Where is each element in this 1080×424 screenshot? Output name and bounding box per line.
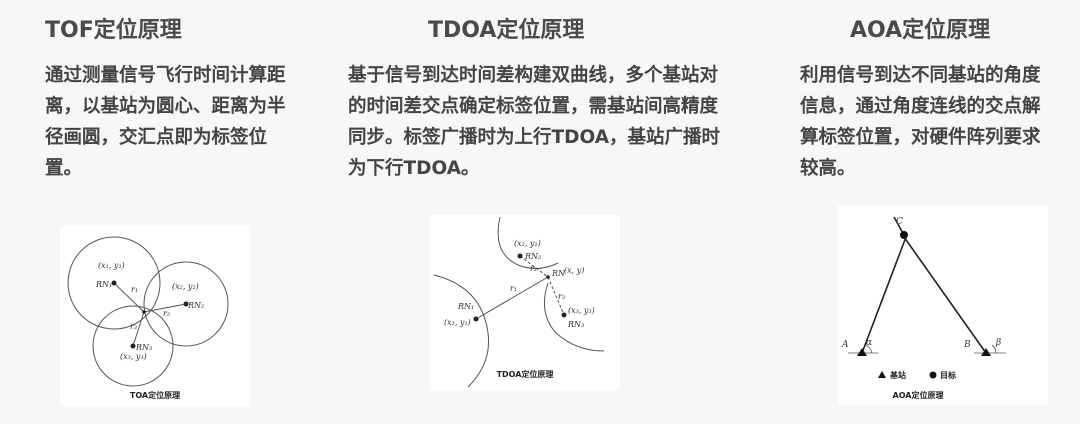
point-2-label: (x₂, y₂) — [172, 282, 199, 291]
station-dot-1 — [111, 280, 117, 286]
tdoa-title: TDOA定位原理 — [428, 18, 585, 43]
tdoa-description: 基于信号到达时间差构建双曲线，多个基站对的时间差交点确定标签位置，需基站间高精度… — [348, 65, 721, 179]
hyperbola-top — [497, 216, 559, 269]
aoa-description: 利用信号到达不同基站的角度信息，通过角度连线的交点解算标签位置，对硬件阵列要求较… — [800, 65, 1041, 179]
node-right-label: RN₃ — [567, 320, 584, 329]
node-3-label: RN₃ — [135, 343, 152, 352]
range-circle-3 — [92, 305, 174, 387]
label-c: C — [896, 217, 903, 227]
point-3-label: (x₃, y₃) — [120, 352, 147, 361]
angle-arc-beta — [991, 344, 997, 354]
station-dot-top — [517, 253, 523, 259]
node-2-label: RN₂ — [187, 301, 204, 310]
node-tag-label: RN — [551, 269, 566, 278]
node-top-label: RN₂ — [524, 252, 541, 261]
legend-station-label: 基站 — [889, 370, 906, 380]
radius-line-3 — [132, 311, 145, 347]
station-dot-left — [473, 316, 479, 322]
legend-triangle-icon — [878, 371, 886, 378]
r2-label: r₂ — [530, 264, 537, 273]
station-dot-right — [561, 312, 567, 318]
tdoa-diagram: (x₂, y₂) RN₂ (x, y) RN RN₁ (x₁, y₁) (x₃,… — [430, 215, 620, 390]
tag-point — [142, 310, 146, 314]
station-triangle-a — [857, 348, 867, 356]
aoa-line-b — [903, 236, 987, 354]
aoa-title: AOA定位原理 — [850, 18, 991, 43]
tag-point — [546, 275, 550, 279]
r1-label: r₁ — [510, 284, 517, 293]
legend-target-label: 目标 — [940, 370, 956, 380]
aoa-line-a — [861, 236, 907, 354]
point-tag-label: (x, y) — [564, 266, 584, 275]
legend-dot-icon — [929, 371, 937, 379]
r1-label: r₁ — [131, 285, 138, 294]
angle-arc-alpha — [864, 344, 873, 354]
toa-diagram: (x₁, y₁) RN₁ (x₂, y₂) RN₂ (x₃, y₃) RN₃ r… — [60, 226, 250, 406]
radius-line-2 — [143, 303, 187, 313]
r3-label: r₃ — [130, 322, 137, 331]
label-alpha: α — [866, 338, 872, 348]
label-a: A — [841, 340, 849, 350]
radius-line-top — [519, 255, 549, 278]
r3-label: r₃ — [558, 292, 565, 301]
point-right-label: (x₃, y₃) — [568, 306, 595, 315]
range-circle-2 — [143, 261, 229, 347]
point-top-label: (x₂, y₂) — [514, 239, 541, 248]
radius-line-left — [475, 276, 549, 320]
radius-line-1 — [113, 282, 145, 313]
hyperbola-right — [543, 282, 605, 352]
tof-title: TOF定位原理 — [45, 18, 182, 43]
point-left-label: (x₁, y₁) — [444, 318, 471, 327]
label-b: B — [963, 340, 971, 350]
label-beta: β — [995, 338, 1001, 348]
node-left-label: RN₁ — [457, 302, 474, 311]
range-circle-1 — [67, 236, 161, 330]
tof-description: 通过测量信号飞行时间计算距离，以基站为圆心、距离为半径画圆，交汇点即为标签位置。 — [45, 65, 286, 179]
toa-caption: TOA定位原理 — [130, 390, 180, 400]
hyperbola-left — [433, 274, 490, 388]
station-dot-3 — [130, 343, 136, 349]
point-1-label: (x₁, y₁) — [98, 261, 125, 270]
aoa-diagram: C A B α β 基站 目标 AOA定位原理 — [838, 205, 1048, 405]
station-triangle-b — [981, 348, 991, 356]
station-dot-2 — [183, 301, 189, 307]
node-1-label: RN₁ — [95, 280, 112, 289]
aoa-caption: AOA定位原理 — [893, 390, 944, 400]
radius-line-right — [547, 276, 565, 316]
tdoa-caption: TDOA定位原理 — [497, 369, 554, 379]
r2-label: r₂ — [163, 309, 170, 318]
target-dot-c — [900, 231, 908, 239]
